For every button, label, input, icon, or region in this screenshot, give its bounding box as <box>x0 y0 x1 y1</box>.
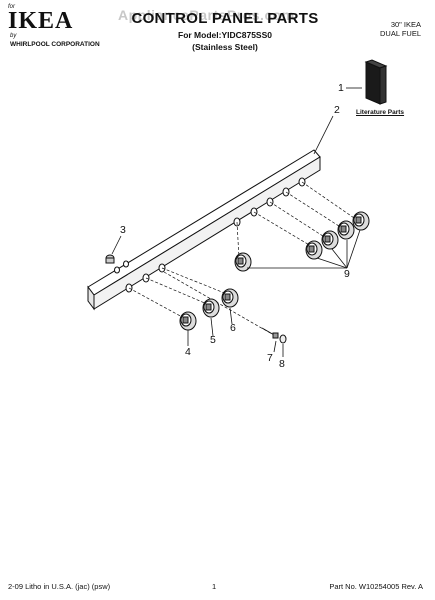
logo-for-text: for <box>8 4 16 10</box>
knob-part-9d <box>337 220 355 240</box>
callout-6: 6 <box>230 322 236 334</box>
footer-page-number: 1 <box>212 582 217 591</box>
callout-4: 4 <box>185 346 191 358</box>
callout-9: 9 <box>344 268 350 280</box>
callout-5: 5 <box>210 334 216 346</box>
callout-3: 3 <box>120 224 126 236</box>
model-number: For Model:YIDC875SS0 <box>178 30 272 40</box>
watermark: AppliancePartsPros.com <box>118 7 295 23</box>
literature-booklet <box>364 59 388 105</box>
finish-label: (Stainless Steel) <box>192 42 258 52</box>
callout-leaders <box>111 87 362 357</box>
knob-part-9c <box>321 230 339 250</box>
knob-part-9b <box>305 240 323 260</box>
callout-8: 8 <box>279 358 285 370</box>
knob-part-9a <box>234 252 252 272</box>
page-title: CONTROL PANEL PARTS <box>131 10 319 27</box>
washer-part-8 <box>279 334 287 344</box>
literature-parts-label: Literature Parts <box>356 109 405 116</box>
range-size-label: 30" IKEA <box>390 20 421 29</box>
whirlpool-corporation-label: WHIRLPOOL CORPORATION <box>10 41 100 48</box>
callout-2: 2 <box>334 104 340 116</box>
footer-litho: 2-09 Litho in U.S.A. (jac) (psw) <box>8 582 111 591</box>
footer-part-number: Part No. W10254005 Rev. A <box>329 582 423 591</box>
logo-by-text: by <box>10 33 17 39</box>
knob-part-5 <box>202 298 220 318</box>
screw-part-7 <box>261 327 279 339</box>
knob-part-6 <box>221 288 239 308</box>
ikea-logo: IKEA <box>8 8 74 34</box>
clip-part-3 <box>105 254 115 264</box>
fuel-type-label: DUAL FUEL <box>380 29 421 38</box>
knob-part-4 <box>179 311 197 331</box>
callout-1: 1 <box>338 82 344 94</box>
knob-group <box>179 211 370 331</box>
knob-part-9e <box>352 211 370 231</box>
callout-7: 7 <box>267 352 273 364</box>
